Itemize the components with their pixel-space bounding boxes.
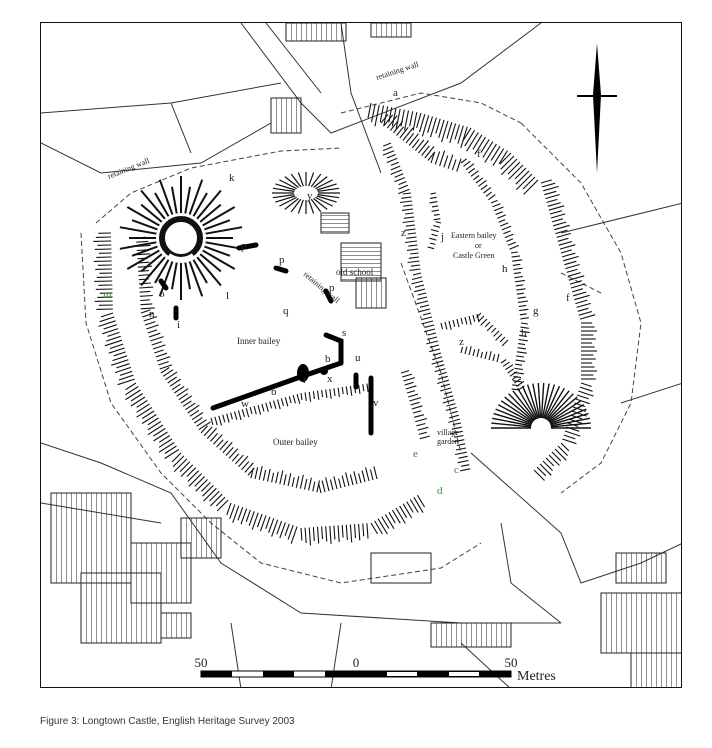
scale-bar: 50 0 50 Metres (195, 655, 556, 684)
letter-h-2: h (521, 327, 527, 339)
letter-m: m (103, 289, 112, 301)
letter-x: x (327, 373, 333, 385)
letter-i: i (177, 319, 180, 331)
letter-z-1: z (401, 227, 406, 239)
survey-letters: a b b c d e f f g h h i j k l m n o p p … (103, 87, 570, 497)
letter-u: u (355, 352, 361, 364)
label-retaining-wall-ne: retaining wall (375, 59, 421, 81)
letter-b-2: b (325, 353, 331, 365)
letter-f-2: f (566, 292, 570, 304)
letter-f-1: f (477, 148, 481, 160)
letter-p-1: p (241, 240, 247, 252)
label-garden: garden (437, 437, 459, 446)
label-outer-bailey: Outer bailey (273, 437, 318, 447)
letter-v: v (373, 397, 379, 409)
north-arrow-icon (577, 43, 617, 173)
figure-caption: Figure 3: Longtown Castle, English Herit… (40, 716, 295, 727)
motte-earthwork (119, 176, 243, 300)
letter-j: j (440, 231, 444, 243)
letter-k: k (229, 172, 235, 184)
map-drawing: 50 0 50 Metres retaining wall retaining … (41, 23, 681, 687)
letter-s: s (342, 327, 346, 339)
letter-n: n (149, 308, 155, 320)
letter-p-2: p (279, 254, 285, 266)
scale-unit: Metres (517, 669, 556, 684)
mound-y (272, 172, 340, 214)
label-inner-bailey: Inner bailey (237, 336, 281, 346)
letter-y: y (307, 190, 313, 202)
label-eastern-bailey: Eastern bailey (451, 231, 497, 240)
scale-tick-left: 50 (195, 655, 208, 670)
letter-p-3: p (329, 282, 335, 294)
scale-tick-right: 50 (505, 655, 518, 670)
letter-d: d (437, 485, 443, 497)
letter-l: l (226, 290, 229, 302)
letter-c: c (454, 464, 459, 476)
buildings (50, 23, 681, 687)
map-frame: 50 0 50 Metres retaining wall retaining … (40, 22, 682, 688)
se-corner-earthwork (491, 383, 591, 429)
label-village: village (437, 428, 459, 437)
label-castle-green: Castle Green (453, 251, 495, 260)
letter-z-2: z (459, 336, 464, 348)
letter-r: r (303, 374, 307, 386)
letter-b-1: b (271, 386, 277, 398)
tower-bases (297, 364, 328, 382)
scale-tick-zero: 0 (353, 655, 360, 670)
letter-a: a (393, 87, 398, 99)
letter-g: g (533, 305, 539, 317)
letter-e: e (413, 448, 418, 460)
label-old-school: old school (336, 267, 374, 277)
letter-w: w (241, 398, 249, 410)
hachured-banks (93, 102, 597, 546)
letter-o: o (159, 288, 165, 300)
label-eastern-bailey-or: or (475, 241, 482, 250)
letter-q: q (283, 305, 289, 317)
letter-h-1: h (502, 263, 508, 275)
